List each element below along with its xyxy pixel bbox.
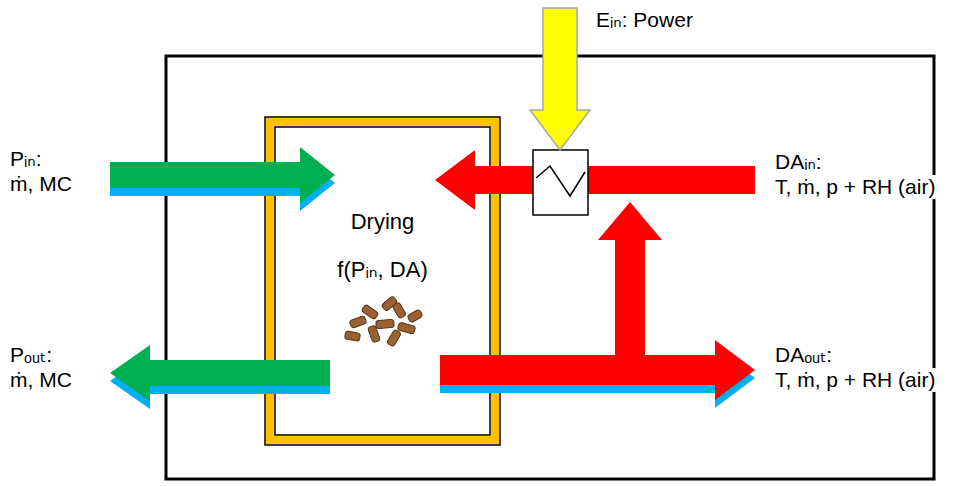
flow-label: DAₒᵤₜ: bbox=[773, 343, 834, 367]
recirculation-arrow bbox=[598, 202, 662, 362]
air-out-arrow bbox=[440, 340, 755, 400]
pellets-illustration bbox=[344, 296, 423, 347]
process-formula: f(Pᵢₙ, DA) bbox=[265, 257, 500, 283]
flow-label: DAᵢₙ: bbox=[773, 150, 824, 174]
flow-label: Pᵢₙ: bbox=[8, 147, 44, 171]
process-title: Drying bbox=[265, 209, 500, 235]
heater-symbol bbox=[533, 150, 588, 215]
flow-label: T, ṁ, p + RH (air) bbox=[773, 368, 937, 392]
flow-label: ṁ, MC bbox=[8, 368, 74, 392]
flow-label: T, ṁ, p + RH (air) bbox=[773, 175, 937, 199]
product-out-arrow bbox=[110, 345, 330, 401]
air-in-arrow bbox=[435, 150, 755, 210]
product-in-arrow bbox=[110, 147, 335, 203]
power-arrow bbox=[530, 8, 590, 150]
flow-label: Pₒᵤₜ: bbox=[8, 343, 54, 367]
process-box: Drying f(Pᵢₙ, DA) bbox=[265, 117, 500, 445]
flow-label: Eᵢₙ: Power bbox=[594, 8, 695, 32]
heater-coil bbox=[536, 166, 585, 196]
flow-label: ṁ, MC bbox=[8, 172, 74, 196]
